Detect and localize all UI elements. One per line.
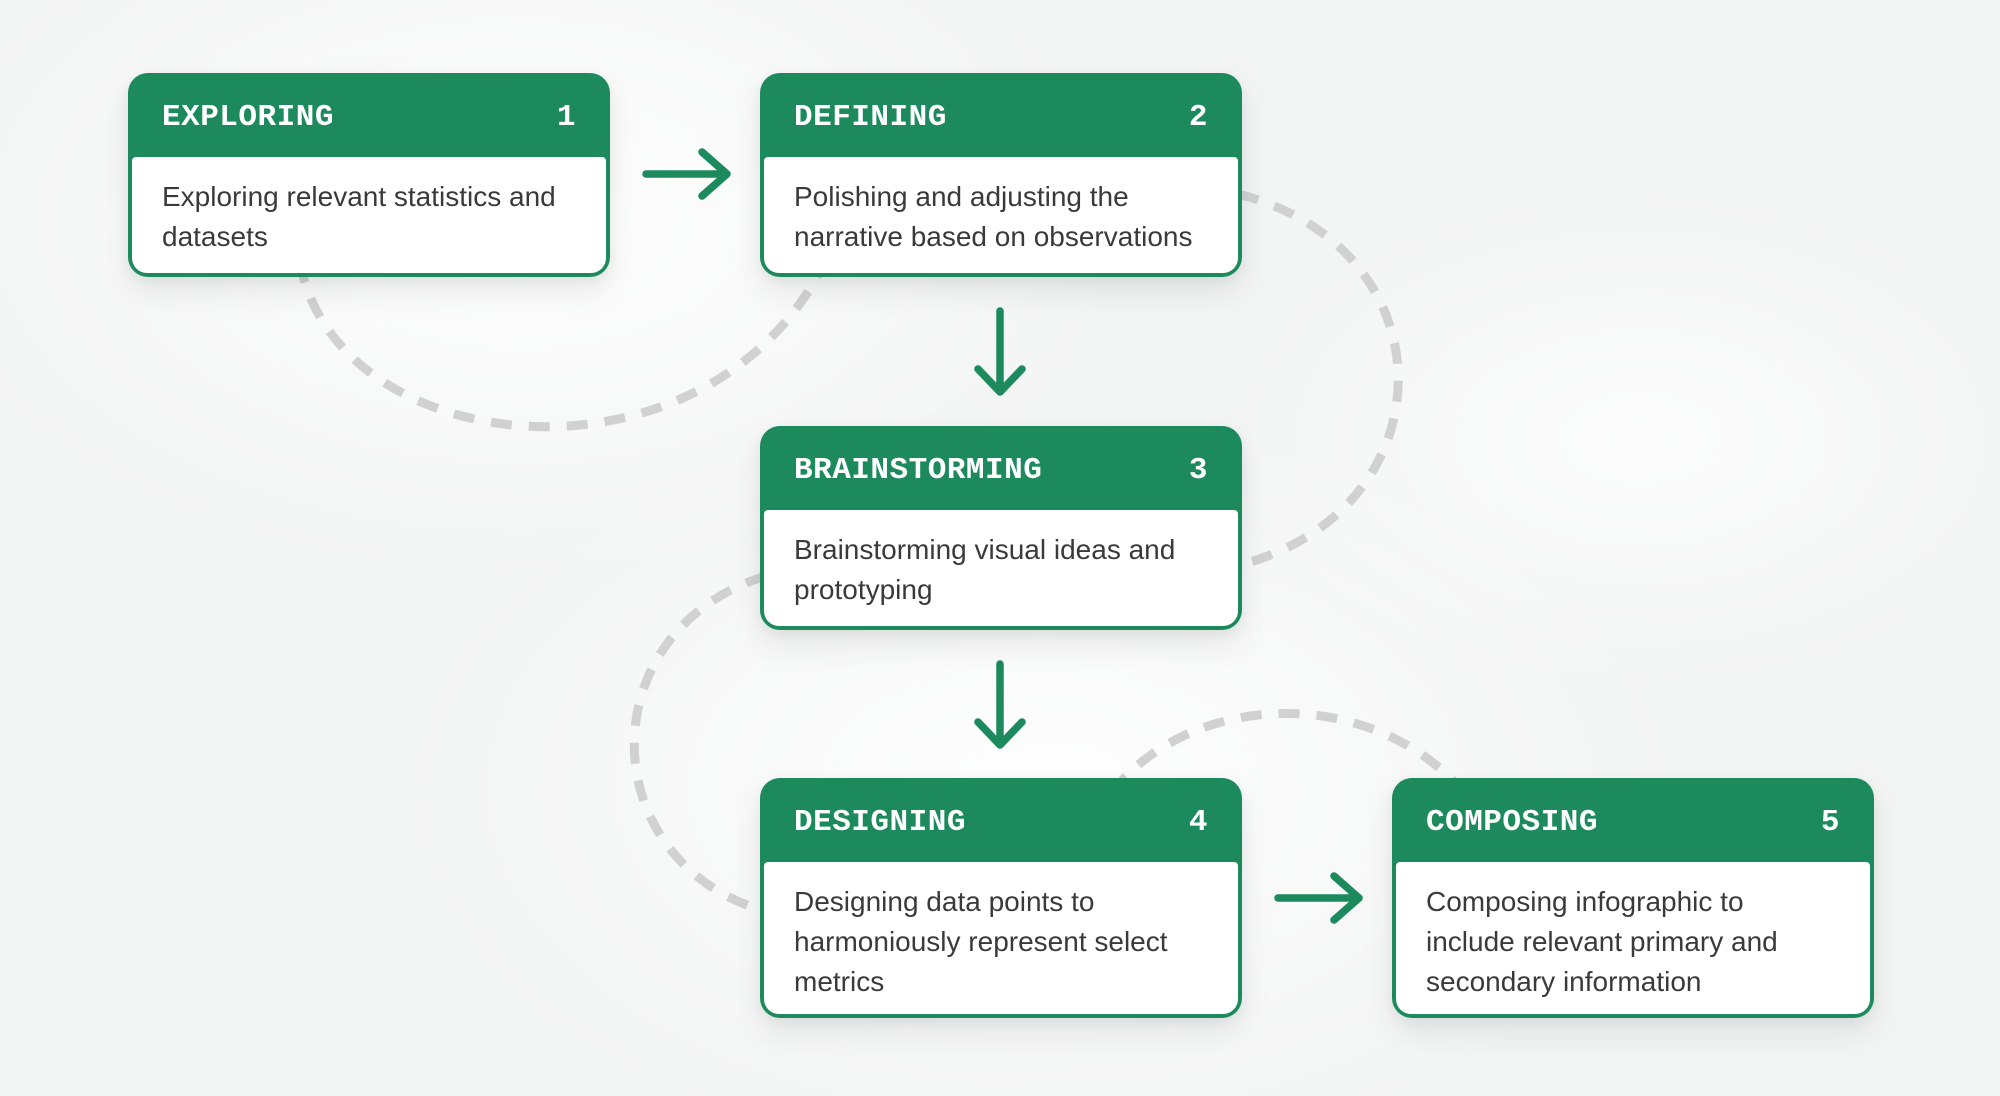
step-number: 5 <box>1820 804 1840 840</box>
step-card-designing: DESIGNING 4 Designing data points to har… <box>760 778 1242 1018</box>
step-label: DESIGNING <box>794 804 966 840</box>
step-description: Polishing and adjusting the narrative ba… <box>764 157 1238 273</box>
step-number: 2 <box>1188 99 1208 135</box>
step-card-defining: DEFINING 2 Polishing and adjusting the n… <box>760 73 1242 277</box>
step-number: 1 <box>556 99 576 135</box>
step-card-composing: COMPOSING 5 Composing infographic to inc… <box>1392 778 1874 1018</box>
step-description: Exploring relevant statistics and datase… <box>132 157 606 273</box>
step-label: COMPOSING <box>1426 804 1598 840</box>
dashed-connector-brainstorming-designing <box>629 571 770 917</box>
step-header: DEFINING 2 <box>764 77 1238 157</box>
step-header: DESIGNING 4 <box>764 782 1238 862</box>
step-card-brainstorming: BRAINSTORMING 3 Brainstorming visual ide… <box>760 426 1242 630</box>
dashed-connector-exploring-defining <box>295 261 826 432</box>
step-label: DEFINING <box>794 99 947 135</box>
dashed-connector-defining-brainstorming <box>1234 189 1403 571</box>
step-number: 3 <box>1188 452 1208 488</box>
arrow-right-icon <box>1274 872 1363 924</box>
step-description: Composing infographic to include relevan… <box>1396 862 1870 1014</box>
step-number: 4 <box>1188 804 1208 840</box>
arrow-down-icon <box>974 307 1026 396</box>
step-header: COMPOSING 5 <box>1396 782 1870 862</box>
step-label: BRAINSTORMING <box>794 452 1043 488</box>
arrow-down-icon <box>974 660 1026 749</box>
step-description: Brainstorming visual ideas and prototypi… <box>764 510 1238 626</box>
step-label: EXPLORING <box>162 99 334 135</box>
dashed-connector-designing-composing <box>1108 709 1474 803</box>
step-description: Designing data points to harmoniously re… <box>764 862 1238 1014</box>
step-header: EXPLORING 1 <box>132 77 606 157</box>
step-card-exploring: EXPLORING 1 Exploring relevant statistic… <box>128 73 610 277</box>
arrow-right-icon <box>642 148 731 200</box>
step-header: BRAINSTORMING 3 <box>764 430 1238 510</box>
